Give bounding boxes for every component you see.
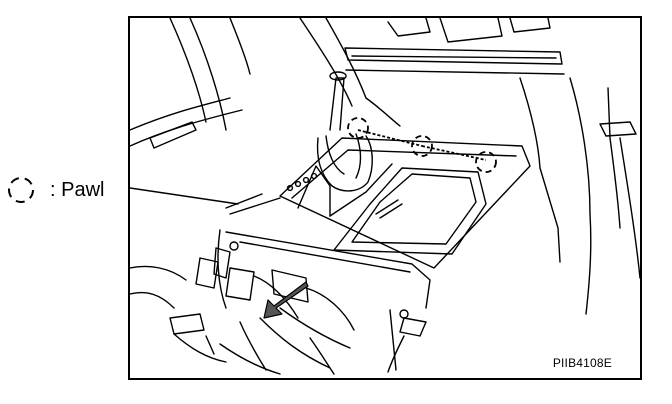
figure-code: PIIB4108E: [552, 356, 612, 370]
center-console-illustration: [130, 18, 640, 375]
removal-arrow-icon: [263, 281, 309, 319]
pawl-marker: [475, 151, 497, 173]
dashed-circle-icon: [8, 177, 34, 203]
pawl-markers: [347, 117, 497, 173]
pawl-marker: [347, 117, 369, 139]
legend-label: : Pawl: [50, 178, 105, 201]
illustration-frame: PIIB4108E: [128, 16, 642, 380]
pawl-legend: : Pawl: [4, 176, 104, 204]
pawl-marker: [411, 135, 433, 157]
